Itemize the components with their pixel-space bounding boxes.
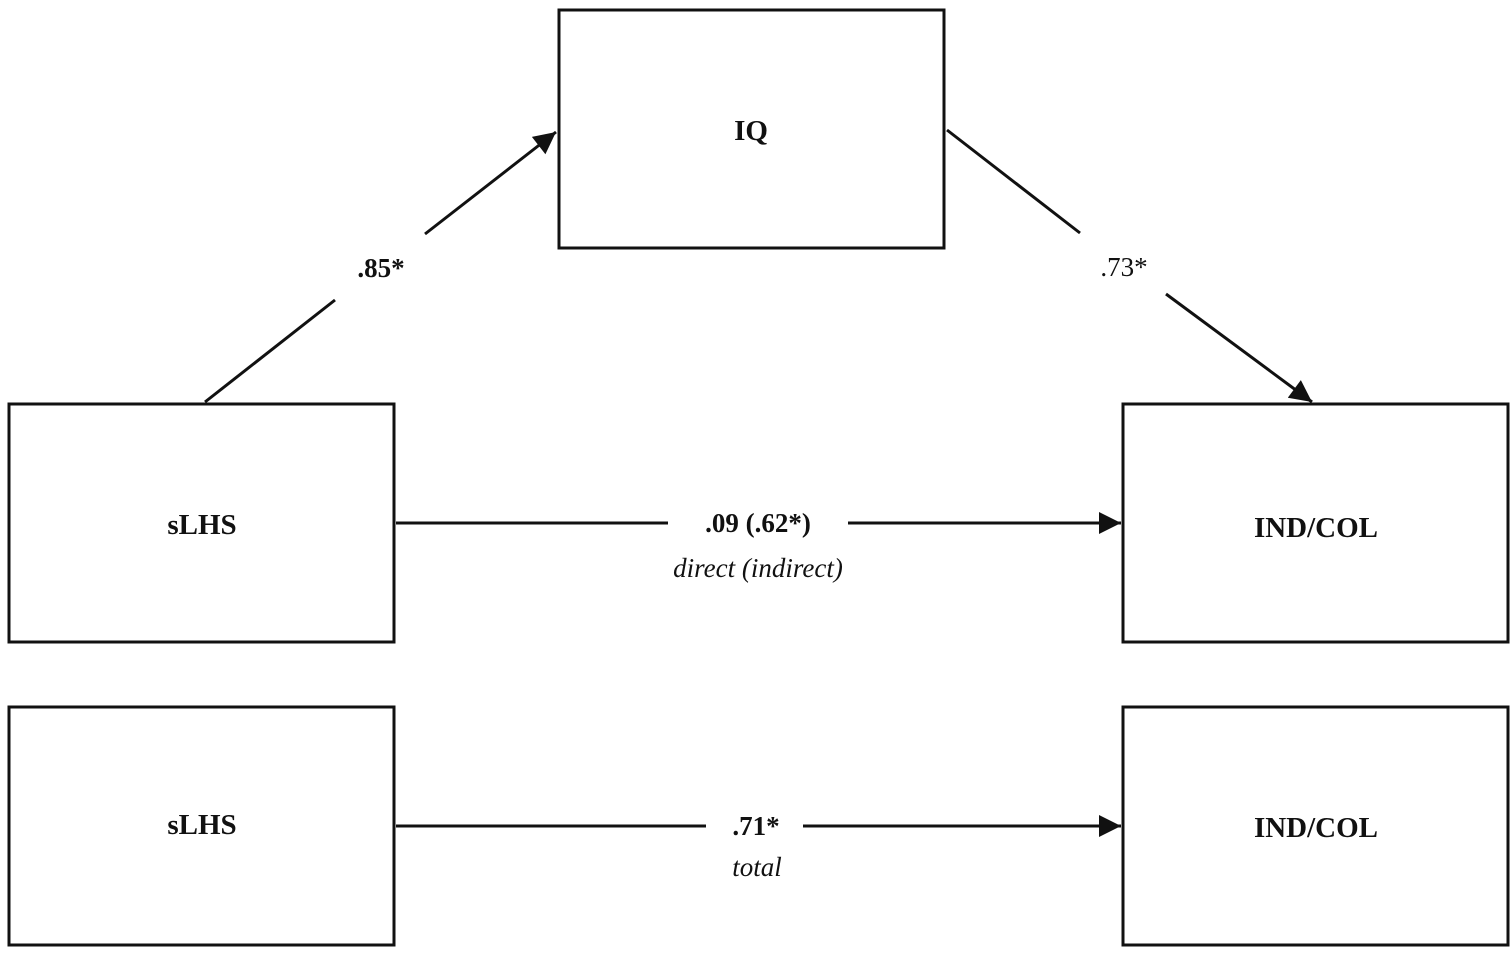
indcol-box-bottom [1121,705,1510,947]
indcol-box-top [1121,402,1510,644]
slhs-label-top: sLHS [167,509,236,541]
b-path-coefficient: .73* [1100,252,1147,282]
slhs-box-top [7,402,396,644]
indcol-label-top: IND/COL [1254,512,1378,544]
slhs-box-bottom [7,705,396,947]
slhs-label-bottom: sLHS [167,809,236,841]
indcol-label-bottom: IND/COL [1254,812,1378,844]
a-path-coefficient: .85* [357,253,404,283]
total-coefficient: .71* [732,811,779,841]
iq-label: IQ [734,115,768,147]
b-path-line-upper [946,128,1081,235]
direct-indirect-coefficient: .09 (.62*) [705,508,811,538]
iq-box [557,8,946,250]
b-path-line-lower [1165,292,1313,404]
a-path-line-upper [424,130,557,236]
total-caption: total [732,852,782,882]
direct-indirect-caption: direct (indirect) [673,553,843,583]
a-path-line-lower [204,298,336,404]
